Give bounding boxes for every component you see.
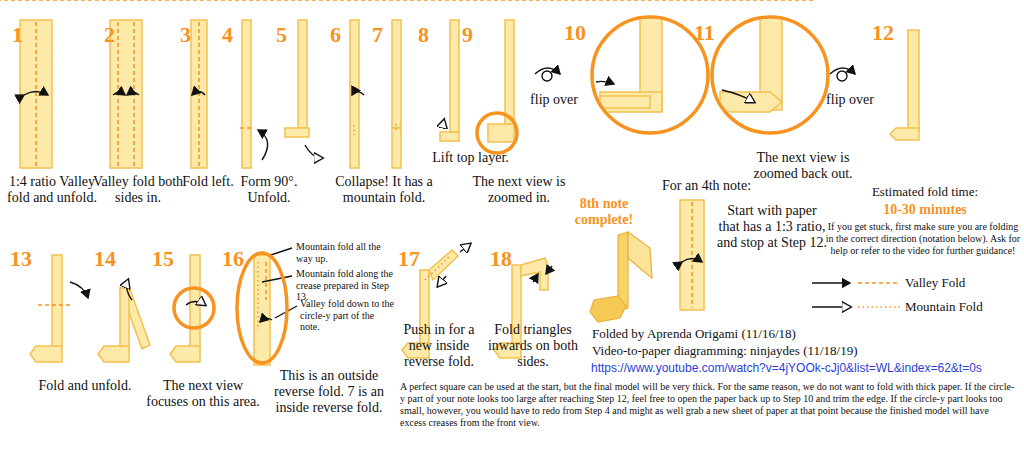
step-caption: Start with paper that has a 1:3 ratio, a… [716, 203, 828, 251]
step-caption: Valley fold both sides in. [92, 174, 184, 206]
video-link: https://www.youtube.com/watch?v=4jYOOk-c… [591, 361, 1021, 375]
step-number: 9 [462, 24, 473, 46]
step-caption: Lift top layer. [418, 150, 523, 166]
help-note: If you get stuck, first make sure you ar… [825, 221, 1021, 257]
time-heading: Estimated fold time: [830, 184, 1020, 200]
step-caption: For an 4th note: [662, 178, 812, 194]
step-number: 8 [418, 24, 429, 46]
step-number: 7 [372, 24, 383, 46]
callout-text: Mountain fold all the way up. [296, 241, 388, 264]
step-number: 10 [564, 22, 586, 44]
highlight-text: 10-30 minutes [830, 202, 1020, 218]
step-caption: flip over [818, 92, 882, 108]
step-number: 16 [222, 248, 244, 270]
step-number: 5 [276, 24, 287, 46]
step-number: 6 [330, 24, 341, 46]
step-caption: Fold and unfold. [25, 378, 145, 394]
legend-label: Mountain Fold [905, 299, 983, 315]
step-caption: The next view is zoomed in. [456, 174, 582, 206]
step-caption: Push in for a new inside reverse fold. [393, 322, 485, 370]
step-number: 17 [398, 248, 420, 270]
credit-text: Video-to-paper diagramming: ninjaydes (1… [592, 343, 1012, 359]
step-number: 12 [872, 22, 894, 44]
step-number: 4 [222, 24, 233, 46]
step-caption: flip over [522, 92, 586, 108]
footnote: A perfect square can be used at the star… [400, 381, 1016, 429]
step-number: 11 [694, 22, 715, 44]
step-number: 2 [104, 24, 115, 46]
step-caption: Form 90°. Unfold. [232, 174, 306, 206]
step-number: 1 [12, 24, 23, 46]
step-number: 18 [490, 248, 512, 270]
step-caption: The next view focuses on this area. [146, 378, 260, 410]
step-number: 13 [10, 248, 32, 270]
step-number: 3 [180, 24, 191, 46]
step-caption: 1:4 ratio Valley fold and unfold. [2, 174, 102, 206]
step-caption: Fold left. [176, 174, 240, 190]
step-number: 14 [94, 248, 116, 270]
legend-label: Valley Fold [905, 275, 965, 291]
step-caption: This is an outside reverse fold. 7 is an… [264, 368, 394, 416]
step-caption: Collapse! It has a mountain fold. [320, 174, 448, 206]
step-caption: The next view is zoomed back out. [733, 150, 873, 182]
callout-text: Mountain fold along the crease prepared … [296, 268, 394, 303]
step-number: 15 [152, 248, 174, 270]
callout-text: Valley fold down to the circle-y part of… [300, 298, 394, 333]
highlight-text: 8th note complete! [564, 196, 644, 228]
step-caption: Fold triangles inwards on both sides. [487, 322, 579, 370]
credit-text: Folded by Aprenda Origami (11/16/18) [592, 326, 1012, 342]
